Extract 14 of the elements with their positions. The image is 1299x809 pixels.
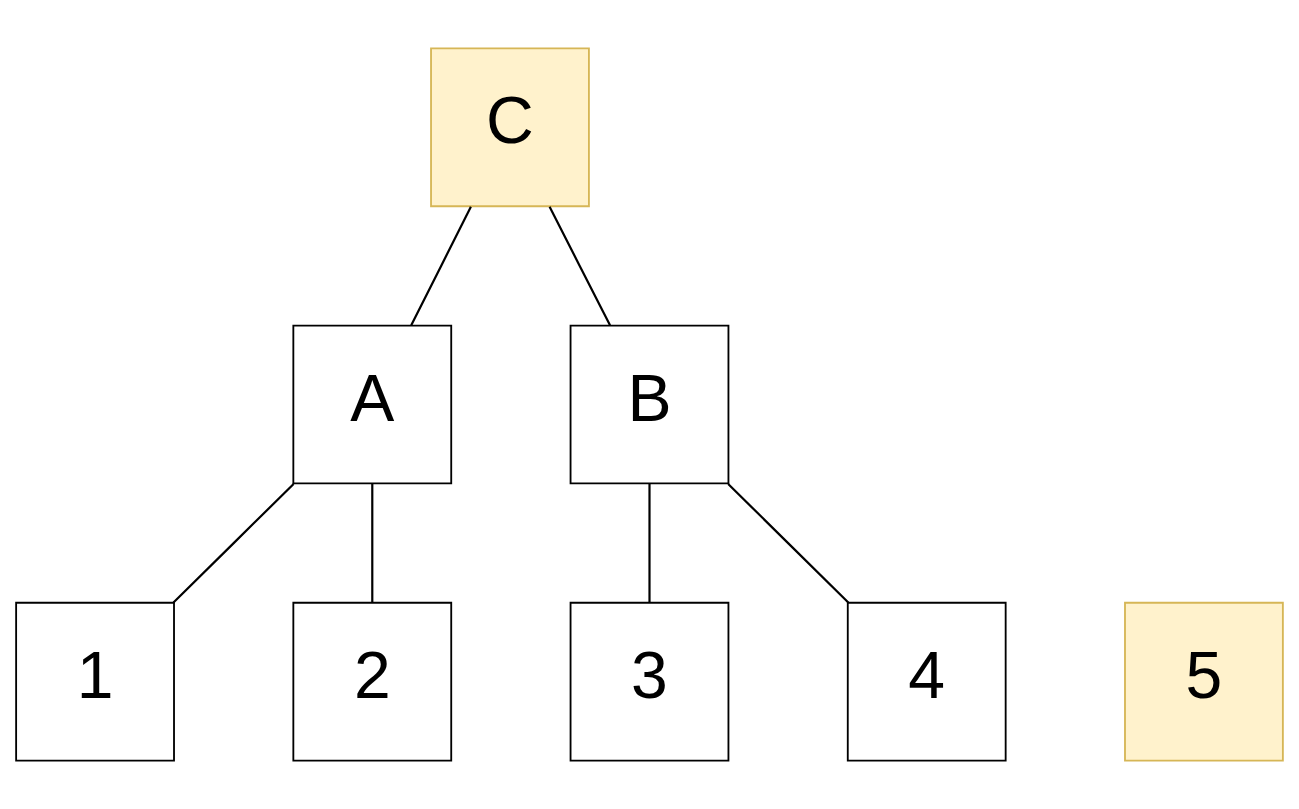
connector: [172, 483, 295, 604]
connector: [727, 483, 850, 604]
connector: [648, 484, 651, 603]
node-box: 1: [15, 601, 175, 762]
node-box: C: [430, 47, 590, 208]
connector: [410, 206, 472, 326]
connector: [548, 206, 611, 326]
node-box: 2: [292, 601, 453, 762]
node-box: A: [292, 324, 453, 485]
node-box: 5: [1124, 601, 1284, 762]
node-box: 4: [846, 601, 1007, 762]
connector: [371, 484, 374, 603]
node-box: B: [569, 324, 730, 485]
node-box: 3: [569, 601, 730, 762]
